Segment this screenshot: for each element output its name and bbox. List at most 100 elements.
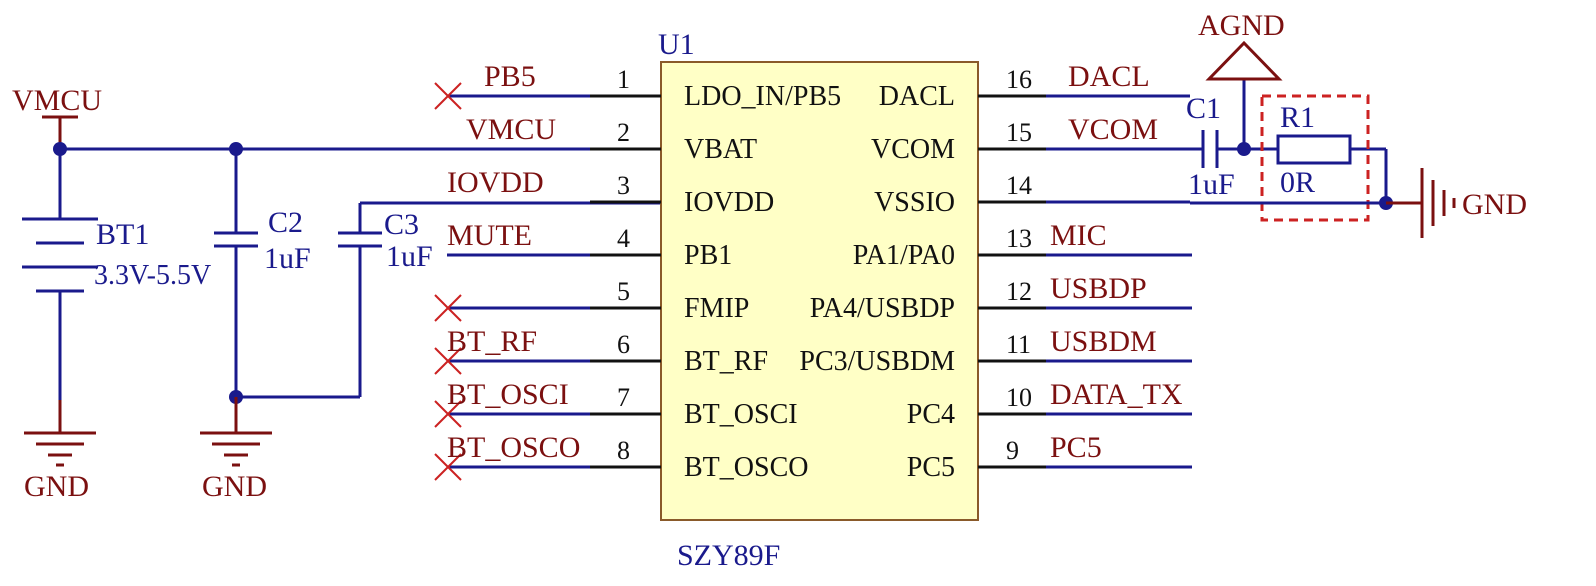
pin-number: 12: [1006, 277, 1032, 306]
gnd-right-port: GND: [1190, 168, 1527, 238]
c2-value: 1uF: [264, 242, 311, 275]
cap-ground-net: GND: [200, 390, 360, 503]
pin-number: 7: [617, 383, 630, 412]
net-label: MUTE: [447, 219, 532, 252]
pin-name: PB1: [684, 240, 732, 271]
pin-name: BT_RF: [684, 346, 768, 377]
pin-name: VSSIO: [874, 187, 955, 218]
agnd-power-port: AGND: [1198, 9, 1285, 156]
net-label: PB5: [484, 60, 536, 93]
pin-number: 1: [617, 65, 630, 94]
pin-name: FMIP: [684, 293, 749, 324]
pin-number: 14: [1006, 171, 1032, 200]
net-label: DATA_TX: [1050, 378, 1183, 411]
pin-number: 13: [1006, 224, 1032, 253]
pin-name: LDO_IN/PB5: [684, 81, 841, 112]
no-connect-x-icon: [434, 400, 462, 428]
bt1-value: 3.3V-5.5V: [94, 260, 211, 291]
net-label: DACL: [1068, 60, 1150, 93]
r1-value: 0R: [1280, 166, 1315, 199]
vmcu-rail: [53, 142, 661, 156]
pin-name: PA4/USBDP: [810, 293, 955, 324]
capacitor-c3: C3 1uF: [338, 201, 661, 397]
agnd-label: AGND: [1198, 9, 1285, 42]
r1-body: [1276, 134, 1352, 165]
chip-u1: U1 SZY89F: [658, 28, 979, 572]
c1-ref: C1: [1186, 92, 1221, 125]
resistor-r1: R1 0R: [1244, 101, 1388, 203]
chip-right-pins: 16DACLDACL15VCOMVCOM14VSSIO13PA1/PA0MIC1…: [799, 60, 1192, 483]
gnd-symbol-bt1: GND: [24, 431, 96, 503]
pin-name: BT_OSCO: [684, 452, 808, 483]
net-label: USBDM: [1050, 325, 1157, 358]
pin-name: DACL: [879, 81, 955, 112]
gnd-label-bt1: GND: [24, 470, 89, 503]
net-label: BT_RF: [447, 325, 537, 358]
pin-number: 9: [1006, 436, 1019, 465]
pin-name: PC3/USBDM: [799, 346, 955, 377]
net-label: IOVDD: [447, 166, 544, 199]
battery-bt1: BT1 3.3V-5.5V: [22, 149, 211, 433]
pin-name: VBAT: [684, 134, 757, 165]
capacitor-c2: C2 1uF: [214, 149, 311, 397]
pin-number: 15: [1006, 118, 1032, 147]
pin-number: 2: [617, 118, 630, 147]
net-label: VMCU: [466, 113, 556, 146]
net-label: MIC: [1050, 219, 1107, 252]
chip-left-pins: 1LDO_IN/PB5PB52VBATVMCU3IOVDDIOVDD4PB1MU…: [434, 60, 841, 483]
net-label: PC5: [1050, 431, 1102, 464]
pin-name: BT_OSCI: [684, 399, 798, 430]
pin-name: IOVDD: [684, 187, 774, 218]
chip-body: [660, 61, 979, 521]
gnd-label-caps: GND: [202, 470, 267, 503]
capacitor-c1: C1 1uF: [1186, 92, 1244, 201]
no-connect-x-icon: [434, 294, 462, 322]
pin-number: 6: [617, 330, 630, 359]
bt1-ref: BT1: [96, 218, 149, 251]
pin-number: 3: [617, 171, 630, 200]
c3-value: 1uF: [386, 240, 433, 273]
pin-number: 11: [1006, 330, 1031, 359]
no-connect-x-icon: [434, 347, 462, 375]
chip-ref: U1: [658, 28, 695, 61]
pin-name: PC4: [907, 399, 955, 430]
gnd-label-right: GND: [1462, 188, 1527, 221]
vmcu-power-port: VMCU: [12, 84, 102, 149]
agnd-triangle-icon: [1205, 40, 1283, 81]
pin-number: 10: [1006, 383, 1032, 412]
pin-name: VCOM: [871, 134, 955, 165]
r1-highlight-box: [1260, 94, 1370, 222]
c1-value: 1uF: [1188, 168, 1235, 201]
net-label: BT_OSCI: [447, 378, 569, 411]
pin-name: PC5: [907, 452, 955, 483]
no-connect-x-icon: [434, 82, 462, 110]
net-label: USBDP: [1050, 272, 1147, 305]
pin-number: 4: [617, 224, 630, 253]
pin-name: PA1/PA0: [853, 240, 955, 271]
r1-ref: R1: [1280, 101, 1315, 134]
c2-ref: C2: [268, 206, 303, 239]
pin-number: 5: [617, 277, 630, 306]
chip-part-number: SZY89F: [677, 539, 780, 572]
pin-number: 16: [1006, 65, 1032, 94]
vmcu-port-label: VMCU: [12, 84, 102, 117]
net-label: VCOM: [1068, 113, 1158, 146]
c3-ref: C3: [384, 208, 419, 241]
net-label: BT_OSCO: [447, 431, 580, 464]
